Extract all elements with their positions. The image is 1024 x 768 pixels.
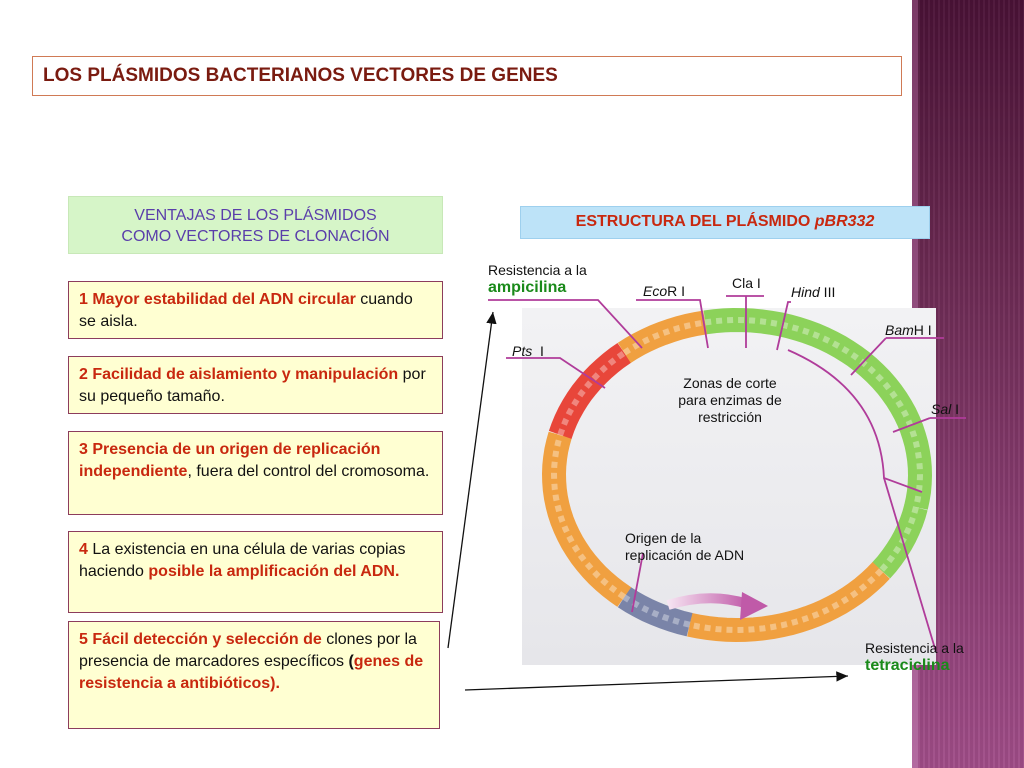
- amp-pointer-line: [488, 299, 643, 349]
- ring-texture: [688, 568, 884, 634]
- cla-pointer-line: [726, 295, 764, 348]
- sal-pointer-line: [892, 417, 966, 433]
- origen-line-1: Origen de la: [625, 530, 702, 546]
- bam-pointer-line: [850, 337, 944, 376]
- card-text: (: [348, 653, 354, 670]
- ring-segment-orange-left: [541, 431, 632, 607]
- amp-label: Resistencia a la ampicilina: [488, 262, 587, 296]
- replication-direction-arrow: [666, 593, 750, 610]
- card-text: genes de resistencia a antibióticos).: [79, 653, 424, 692]
- site-eco-italic: Eco: [643, 283, 668, 299]
- amp-name: ampicilina: [488, 279, 567, 296]
- card-text: por su pequeño tamaño.: [79, 366, 426, 405]
- card-text: 3 Presencia de un origen de replicación …: [79, 441, 381, 480]
- estructura-header-italic: pBR332: [814, 213, 875, 230]
- ventajas-header: VENTAJAS DE LOS PLÁSMIDOS COMO VECTORES …: [68, 196, 443, 254]
- site-pointer-lines: [488, 295, 966, 653]
- amp-label-text: Resistencia a la: [488, 262, 587, 278]
- ventajas-header-line-2: COMO VECTORES DE CLONACIÓN: [121, 228, 390, 245]
- ventaja-card-1: 1 Mayor estabilidad del ADN circular cua…: [68, 281, 443, 339]
- card-text: La existencia en una célula de varias co…: [79, 541, 406, 580]
- site-eco-rest: R I: [667, 283, 686, 299]
- estructura-header: ESTRUCTURA DEL PLÁSMIDO pBR332: [520, 206, 930, 239]
- tet-label-text: Resistencia a la: [865, 640, 964, 656]
- ring-texture: [550, 434, 627, 600]
- ring-segment-green: [703, 307, 933, 510]
- card-text: posible la amplificación del ADN.: [148, 563, 400, 580]
- card-text: cuando se aisla.: [79, 291, 413, 330]
- title-box: LOS PLÁSMIDOS BACTERIANOS VECTORES DE GE…: [32, 56, 902, 96]
- tet-pointer-line-lower: [883, 477, 937, 653]
- site-eco: EcoR I: [643, 283, 685, 300]
- site-cla: Cla I: [732, 275, 761, 292]
- hind-pointer-line: [776, 301, 791, 351]
- amp-arrow: [447, 311, 497, 649]
- zonas-line-1: Zonas de corte: [683, 375, 777, 391]
- tet-label: Resistencia a la tetraciclina: [865, 640, 964, 674]
- ventaja-card-5: 5 Fácil detección y selección de clones …: [68, 621, 440, 729]
- site-sal-rest: I: [951, 401, 960, 417]
- ring-texture: [622, 319, 706, 356]
- ventaja-card-2: 2 Facilidad de aislamiento y manipulació…: [68, 356, 443, 414]
- tet-name: tetraciclina: [865, 657, 950, 674]
- site-cla-rest: Cla I: [732, 275, 761, 291]
- replication-arrow-head: [740, 592, 768, 620]
- card-text: , fuera del control del cromosoma.: [187, 463, 430, 480]
- site-pts: Pts I: [512, 343, 544, 360]
- origen-pointer-line: [631, 552, 644, 613]
- card-text: 5 Fácil detección y selección de: [79, 631, 322, 648]
- site-pts-rest: I: [532, 343, 544, 359]
- site-bam-italic: Bam: [885, 322, 914, 338]
- card-text: clones por la presencia de marcadores es…: [79, 631, 417, 670]
- ventaja-card-3: 3 Presencia de un origen de replicación …: [68, 431, 443, 515]
- zonas-line-2: para enzimas de: [678, 392, 782, 408]
- card-text: 1 Mayor estabilidad del ADN circular: [79, 291, 356, 308]
- estructura-header-text: ESTRUCTURA DEL PLÁSMIDO: [575, 213, 815, 230]
- ring-segment-orange-bottom: [687, 562, 890, 643]
- eco-pointer-line: [636, 299, 709, 349]
- card-text: 4: [79, 541, 88, 558]
- ventaja-card-4: 4 La existencia en una célula de varias …: [68, 531, 443, 613]
- origen-line-2: replicación de ADN: [625, 547, 745, 563]
- zonas-line-3: restricción: [698, 409, 762, 425]
- ventajas-header-line-1: VENTAJAS DE LOS PLÁSMIDOS: [134, 207, 377, 224]
- site-bam-rest: H I: [913, 322, 932, 338]
- ring-texture: [704, 316, 924, 508]
- page-title: LOS PLÁSMIDOS BACTERIANOS VECTORES DE GE…: [43, 65, 558, 86]
- origen-label: Origen de la replicación de ADN: [625, 530, 744, 564]
- pts-pointer-line: [506, 357, 606, 389]
- ring-segment-orange-top: [617, 310, 708, 364]
- ring-segment-red: [548, 343, 632, 439]
- tet-pointer-line-upper: [787, 349, 923, 493]
- site-hind-rest: III: [819, 284, 836, 300]
- site-sal-italic: Sal: [931, 401, 952, 417]
- card-text: 2 Facilidad de aislamiento y manipulació…: [79, 366, 399, 383]
- plasmid-ring-stripes: [550, 316, 924, 634]
- site-bam: BamH I: [885, 322, 932, 339]
- tet-arrow: [464, 671, 849, 691]
- site-hind-italic: Hind: [791, 284, 820, 300]
- zonas-label: Zonas de corte para enzimas de restricci…: [660, 375, 800, 426]
- site-pts-italic: Pts: [512, 343, 533, 359]
- site-hind: Hind III: [791, 284, 835, 301]
- site-sal: Sal I: [931, 401, 959, 418]
